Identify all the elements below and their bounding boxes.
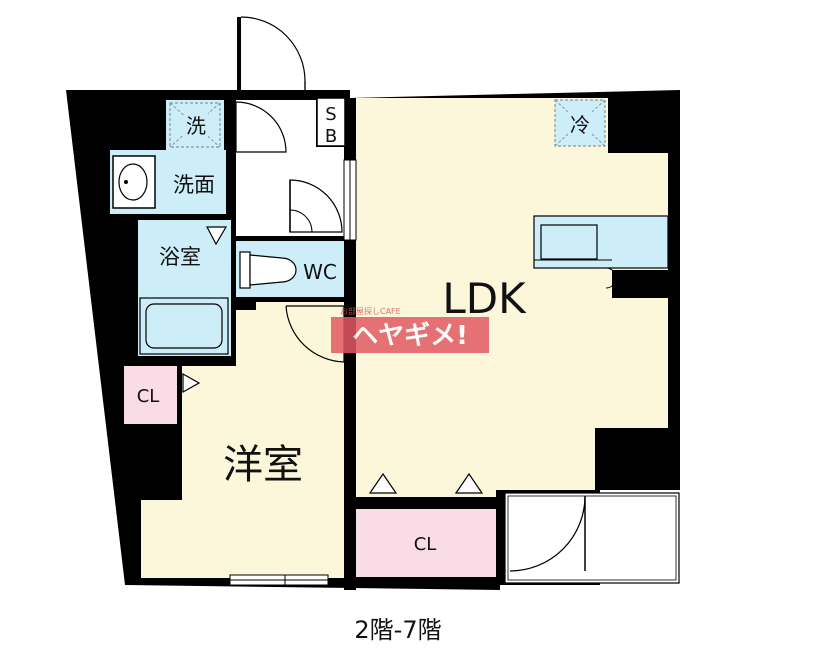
fridge-label: 冷 — [570, 113, 590, 137]
left-closet-area — [124, 366, 177, 424]
bath-label: 浴室 — [159, 245, 201, 269]
wall-wc-top — [236, 236, 348, 241]
front-door — [237, 17, 241, 95]
wash-door-swing — [289, 179, 343, 233]
closet-bottom-label: CL — [414, 534, 437, 555]
front-door-swing — [240, 16, 306, 95]
wall-bath-bottom — [124, 356, 236, 366]
shoe-box-label-top: S — [325, 104, 336, 125]
shoe-box-label-bottom: B — [325, 126, 337, 147]
western-room-label: 洋室 — [223, 442, 303, 488]
wall-wc-bottom — [236, 297, 348, 302]
wc-label: WC — [303, 260, 337, 284]
watermark: お部屋探しCAFE ヘヤギメ! — [331, 306, 489, 353]
closet-left-label: CL — [137, 386, 160, 407]
wc-door-swing — [289, 209, 313, 233]
wall-wash-bath — [110, 214, 231, 220]
toilet-bowl — [249, 254, 297, 286]
hall-door-swing — [235, 101, 287, 153]
floor-caption: 2階-7階 — [354, 616, 441, 644]
wall-bath-wc — [231, 214, 236, 360]
washroom-label: 洗面 — [173, 173, 215, 197]
western-room-floor — [141, 300, 344, 578]
kitchen-sink — [540, 224, 598, 260]
bottom-closet-door-icon-2 — [454, 472, 484, 494]
ldk-label: LDK — [442, 274, 527, 323]
bottom-closet-door-icon-1 — [368, 472, 398, 494]
entrance-hall-floor — [236, 100, 344, 236]
western-door-swing — [285, 305, 345, 363]
balcony-door-swing — [509, 495, 586, 572]
watermark-main-text: ヘヤギメ! — [352, 321, 468, 351]
left-closet-door-icon — [182, 372, 201, 394]
ldk-floor — [356, 98, 668, 497]
washer-label: 洗 — [186, 114, 206, 138]
shoe-box — [316, 97, 346, 147]
bath-door-icon — [206, 226, 228, 246]
wall-closet-bottom — [124, 424, 182, 500]
toilet-tank — [239, 251, 251, 289]
watermark-top-text: お部屋探しCAFE — [340, 306, 401, 316]
bottom-closet-area — [356, 509, 496, 577]
